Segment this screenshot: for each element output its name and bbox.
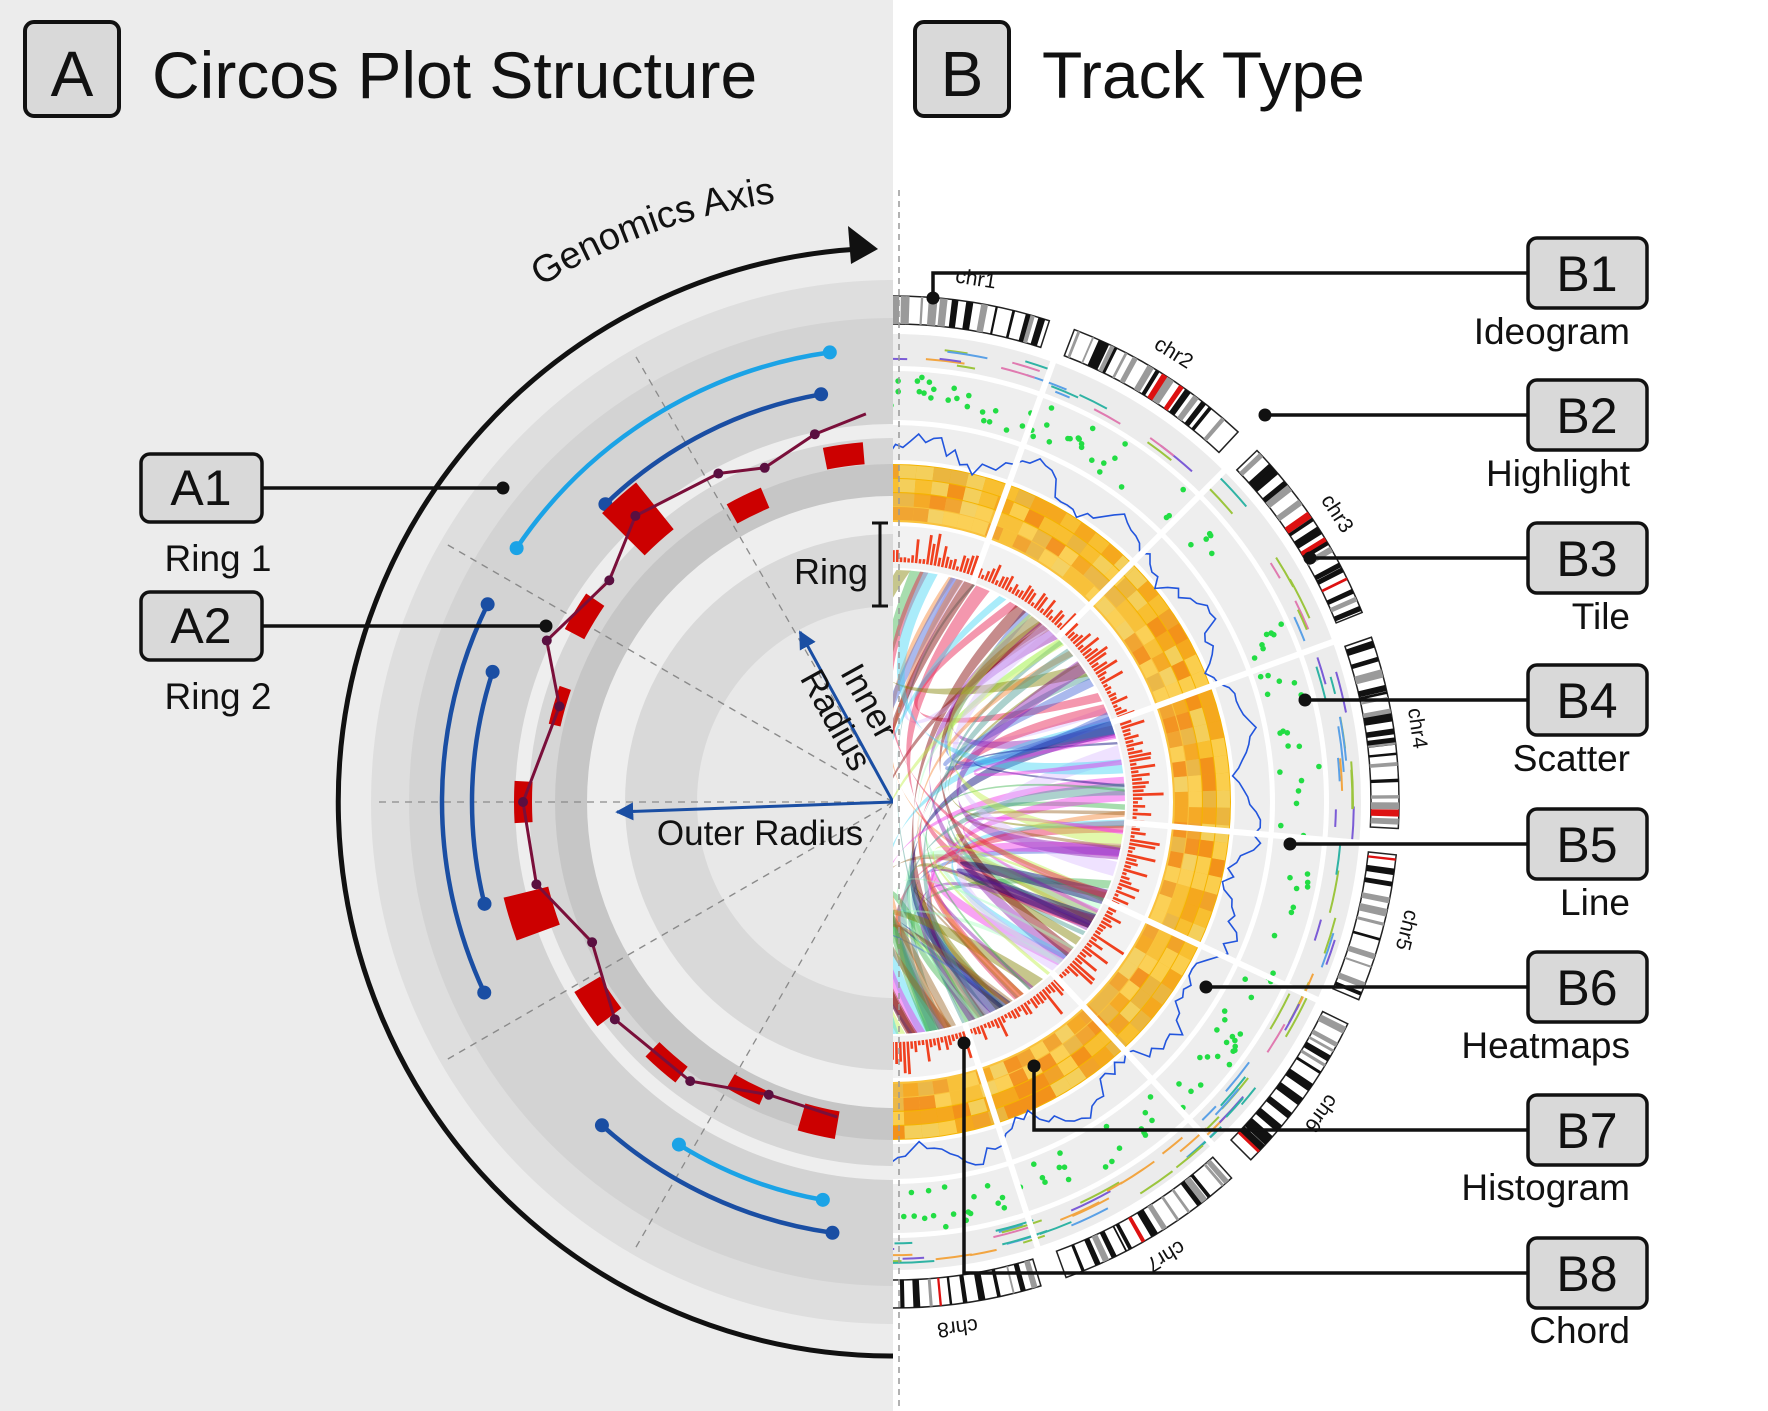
callout-b1: B1 Ideogram: [1474, 236, 1649, 352]
blue-arc-track: [439, 345, 840, 1240]
tile-marks: [893, 349, 1355, 1264]
callout-dots: [926, 291, 1317, 1073]
callout-a1-code: A1: [170, 460, 231, 516]
callout-b7-label: Histogram: [1461, 1167, 1630, 1208]
outer-radius-arrow: [615, 800, 894, 821]
callout-b3: B3 Tile: [1526, 521, 1649, 637]
genomics-axis-arc: [335, 246, 894, 1359]
callout-b2-label: Highlight: [1486, 453, 1631, 494]
genomics-axis-arrowhead: [848, 226, 878, 264]
callout-b4: B4 Scatter: [1513, 663, 1649, 779]
callout-b7: B7 Histogram: [1461, 1093, 1649, 1208]
callout-b4-code: B4: [1556, 673, 1617, 729]
callout-leaders: [931, 271, 1528, 1275]
ring-label: Ring: [794, 551, 868, 592]
callout-a2-label: Ring 2: [165, 676, 272, 717]
callout-b5-code: B5: [1556, 817, 1617, 873]
maroon-line-track: [518, 412, 867, 1119]
chord-links: [893, 570, 1125, 1034]
callout-b1-code: B1: [1556, 246, 1617, 302]
panel-a-badge: A: [51, 38, 94, 110]
callout-b2: B2 Highlight: [1486, 378, 1649, 494]
panel-a-rings: [371, 280, 893, 1324]
callout-b2-code: B2: [1556, 388, 1617, 444]
callout-b8-code: B8: [1556, 1246, 1617, 1302]
chr-label-5: chr5: [1391, 907, 1423, 952]
callout-b8-label: Chord: [1529, 1310, 1630, 1351]
chr-label-4: chr4: [1403, 706, 1432, 750]
callout-b6-label: Heatmaps: [1461, 1025, 1630, 1066]
callout-a2: A2 Ring 2: [139, 590, 553, 717]
callout-a1: A1 Ring 1: [139, 452, 510, 579]
ideogram-track: [893, 295, 1400, 1309]
histogram-bars: [893, 533, 1164, 1075]
chord-area: [893, 568, 1127, 1036]
panel-a-header: A Circos Plot Structure: [23, 20, 757, 118]
callout-a1-label: Ring 1: [165, 538, 272, 579]
callout-b5: B5 Line: [1526, 807, 1649, 923]
callout-b6-code: B6: [1556, 960, 1617, 1016]
callout-b3-code: B3: [1556, 531, 1617, 587]
panel-b-header: B Track Type: [913, 20, 1365, 118]
panel-a-title: Circos Plot Structure: [152, 38, 757, 112]
callout-b1-label: Ideogram: [1474, 311, 1630, 352]
callout-a2-code: A2: [170, 598, 231, 654]
outer-radius-label: Outer Radius: [657, 814, 863, 853]
callout-b6: B6 Heatmaps: [1461, 950, 1649, 1066]
inner-radius-arrow: [798, 630, 895, 803]
callout-b3-label: Tile: [1572, 596, 1630, 637]
callout-b7-code: B7: [1556, 1103, 1617, 1159]
callout-b4-label: Scatter: [1513, 738, 1630, 779]
chr-label-8: chr8: [936, 1314, 979, 1342]
panel-b-circos: [893, 290, 1405, 1314]
sector-gaps: [961, 359, 1362, 1250]
callout-b5-label: Line: [1560, 882, 1630, 923]
line-track-path: [893, 432, 1262, 1166]
panel-b-badge: B: [941, 38, 984, 110]
chr-label-1: chr1: [954, 264, 998, 293]
panel-b-title: Track Type: [1042, 38, 1365, 112]
callout-b8: B8 Chord: [1526, 1236, 1649, 1351]
